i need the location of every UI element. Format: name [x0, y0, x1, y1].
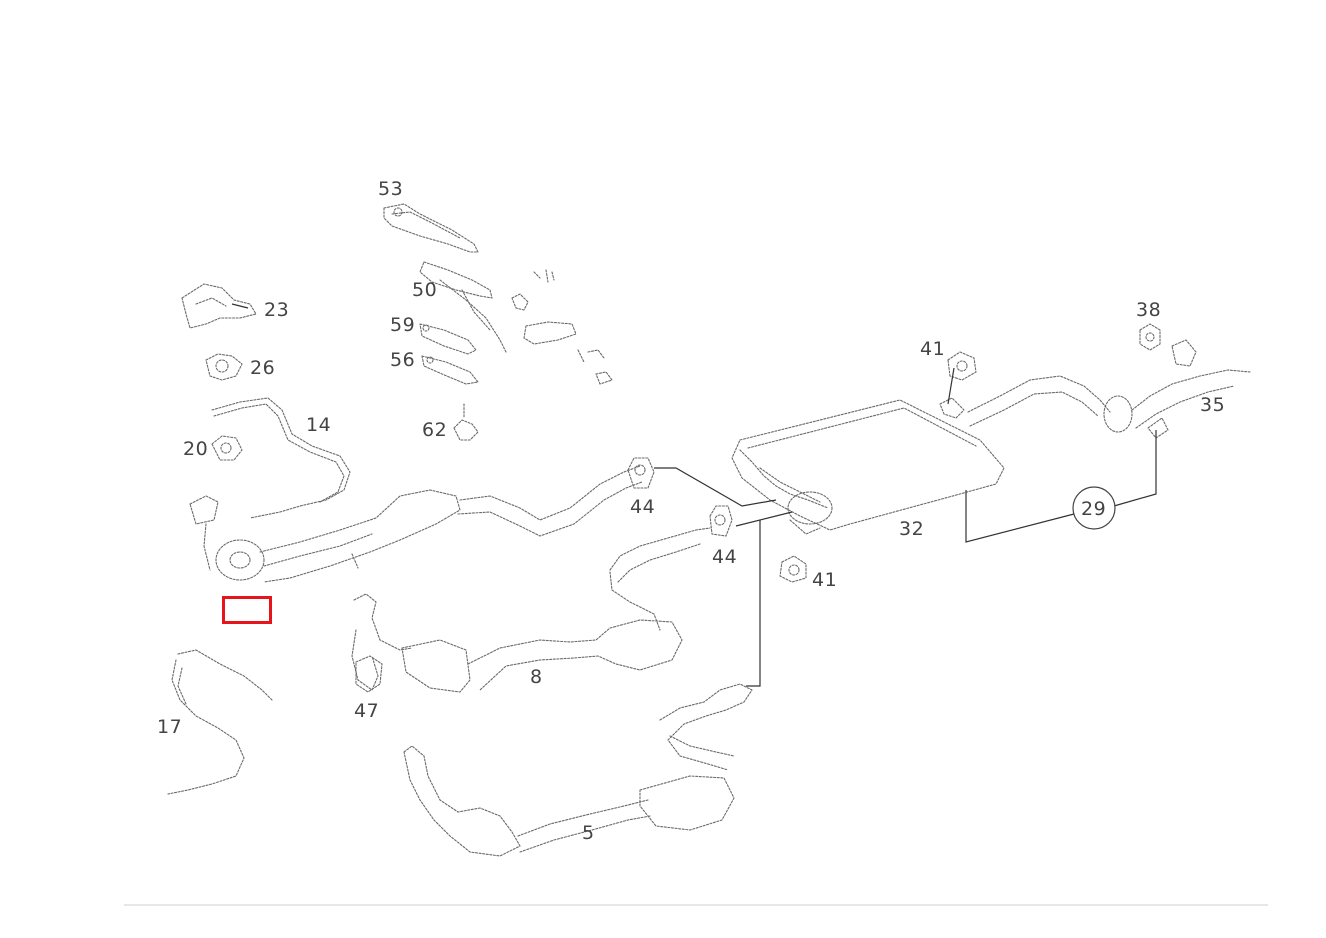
part-44-hanger-b[interactable]	[709, 505, 733, 537]
part-38-nut[interactable]	[1139, 323, 1161, 351]
part-26-mount[interactable]	[205, 353, 243, 381]
callout-20[interactable]: 20	[183, 438, 208, 460]
callout-35[interactable]: 35	[1200, 394, 1225, 416]
callout-5[interactable]: 5	[582, 822, 595, 844]
part-5-front-section[interactable]	[403, 683, 753, 857]
callout-44-bottom[interactable]: 44	[712, 546, 737, 568]
part-41-clamp-bottom[interactable]	[779, 555, 807, 583]
part-14-sensor-cable[interactable]	[211, 397, 351, 519]
callout-26[interactable]: 26	[250, 357, 275, 379]
callout-44-top[interactable]: 44	[630, 496, 655, 518]
callout-59[interactable]: 59	[390, 314, 415, 336]
callout-50[interactable]: 50	[412, 279, 437, 301]
front-exhaust-pipe[interactable]	[189, 465, 643, 583]
part-20-clamp[interactable]	[211, 435, 243, 461]
callout-29[interactable]: 29	[1081, 498, 1106, 520]
callout-14[interactable]: 14	[306, 414, 331, 436]
part-53-bracket[interactable]	[383, 203, 479, 253]
part-44-hanger-a[interactable]	[627, 457, 655, 489]
callout-29-circle	[1072, 486, 1116, 530]
part-56-gasket[interactable]	[421, 355, 479, 385]
part-17-sensor-cable[interactable]	[167, 649, 273, 795]
tail-pipe-section[interactable]	[967, 339, 1251, 439]
part-47-clamp[interactable]	[355, 655, 383, 693]
part-23-heat-shield[interactable]	[181, 283, 257, 329]
part-8-intermediate-pipe[interactable]	[351, 527, 711, 693]
part-32-rear-silencer[interactable]	[731, 399, 1005, 535]
callout-47[interactable]: 47	[354, 700, 379, 722]
small-hardware-cluster	[511, 269, 613, 385]
callout-32[interactable]: 32	[899, 518, 924, 540]
callout-17[interactable]: 17	[157, 716, 182, 738]
callout-62[interactable]: 62	[422, 419, 447, 441]
part-62-clamp[interactable]	[453, 403, 479, 441]
callout-labels: 53 23 50 59 56 26 14 20 62 41 38 35 44 4…	[157, 178, 1225, 844]
leader-lines	[231, 303, 1157, 687]
callout-23[interactable]: 23	[264, 299, 289, 321]
callout-56[interactable]: 56	[390, 349, 415, 371]
highlighted-callout-box[interactable]	[222, 596, 272, 624]
callout-41-bottom[interactable]: 41	[812, 569, 837, 591]
callout-8[interactable]: 8	[530, 666, 543, 688]
part-59-gasket[interactable]	[419, 323, 477, 355]
callout-53[interactable]: 53	[378, 178, 403, 200]
callout-41-top[interactable]: 41	[920, 338, 945, 360]
part-50-bracket[interactable]	[419, 261, 507, 353]
callout-38[interactable]: 38	[1136, 299, 1161, 321]
part-41-clamp-top[interactable]	[939, 351, 977, 419]
